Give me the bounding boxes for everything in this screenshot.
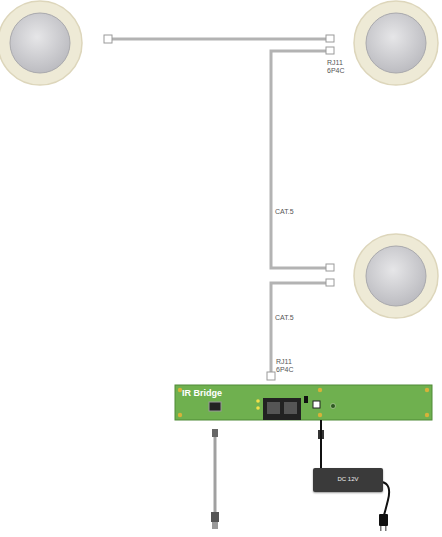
connector-type-label: RJ11 6P4C xyxy=(276,358,300,374)
ir-disc xyxy=(354,234,438,318)
cable-type-label: CAT.5 xyxy=(275,314,315,322)
rj11-plug xyxy=(104,35,334,380)
cat5-cable xyxy=(112,39,326,372)
board-parts xyxy=(175,385,432,420)
connector-type-label: RJ11 6P4C xyxy=(327,59,351,75)
cable-line xyxy=(320,420,322,468)
cable-type-label: CAT.5 xyxy=(275,208,315,216)
node-text: DC 12V xyxy=(337,476,358,483)
ir-disc xyxy=(354,1,438,85)
power-cable xyxy=(321,420,322,468)
node-text: IR Bridge xyxy=(182,388,432,399)
usb-cable xyxy=(211,429,219,529)
ir-disc xyxy=(0,1,82,85)
power-adapter: DC 12V xyxy=(313,468,383,492)
circuit-board: IR Bridge xyxy=(175,385,432,420)
